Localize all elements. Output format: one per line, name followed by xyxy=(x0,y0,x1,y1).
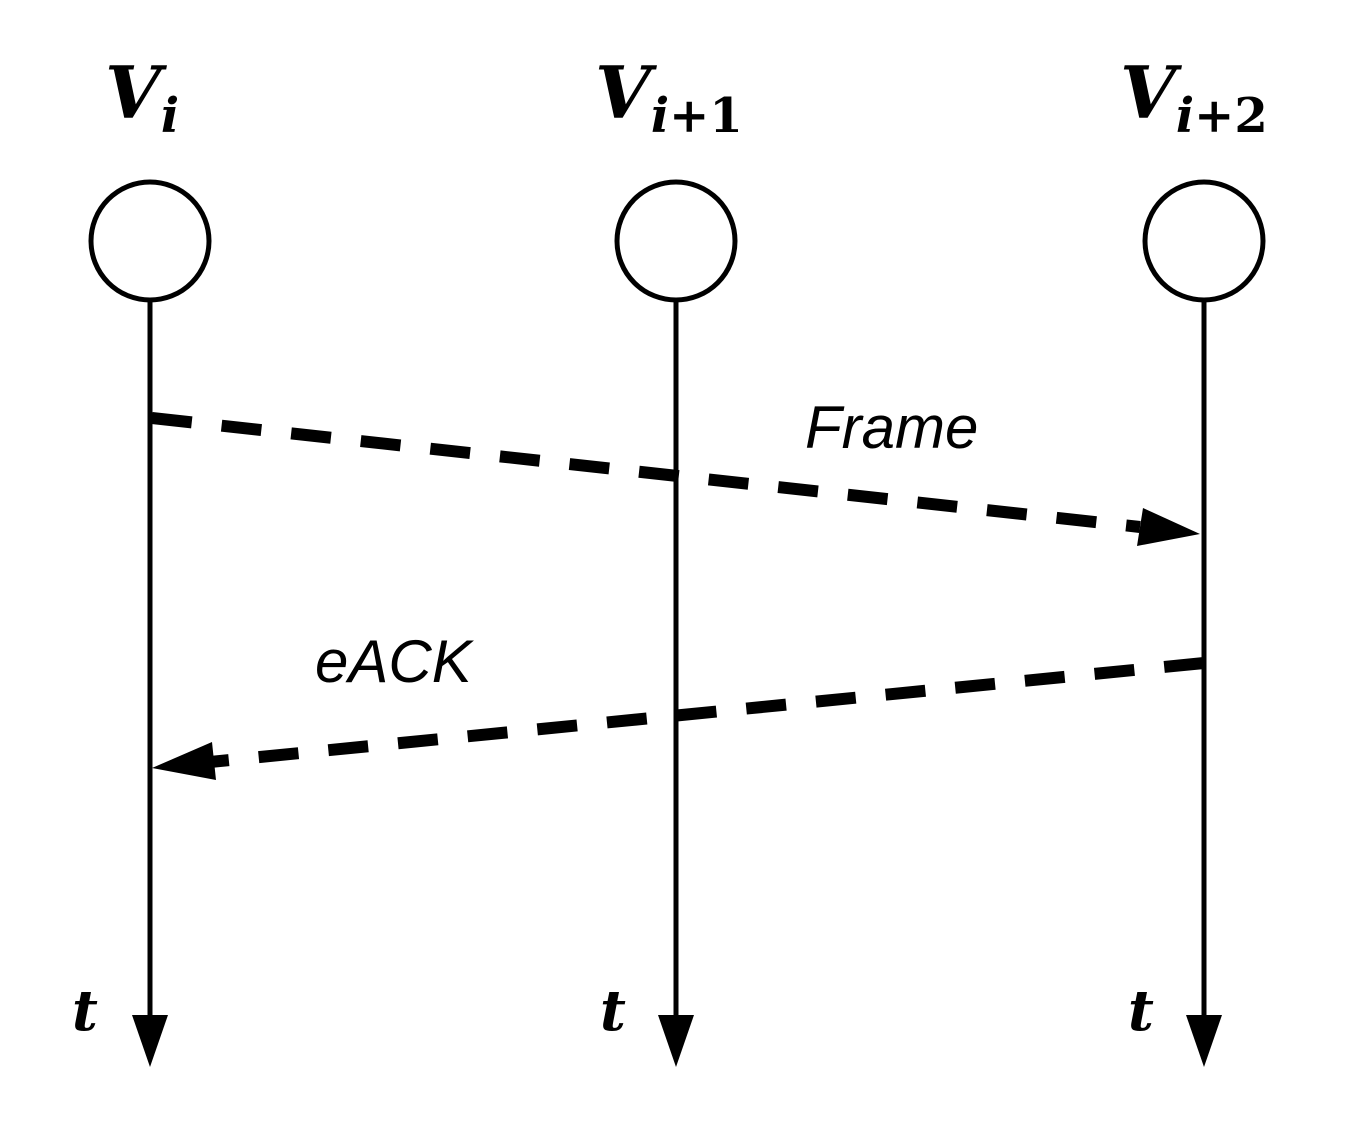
message-eack: eACK xyxy=(152,628,1205,780)
node-v-i1-circle xyxy=(614,179,738,303)
message-eack-arrowhead xyxy=(152,742,216,780)
message-frame-line xyxy=(151,412,1141,533)
node-v-i1-time-arrow xyxy=(658,1015,694,1067)
node-v-i-label: Vi xyxy=(105,50,179,144)
node-v-i2-time-arrow xyxy=(1186,1015,1222,1067)
node-v-i-time-label: t xyxy=(72,978,98,1044)
message-eack-label: eACK xyxy=(315,628,475,695)
node-v-i1: Vi+1 t xyxy=(595,50,743,1067)
node-v-i: Vi t xyxy=(72,50,212,1067)
node-v-i-circle xyxy=(88,179,212,303)
node-v-i1-label: Vi+1 xyxy=(595,50,743,144)
message-eack-line xyxy=(209,657,1205,768)
node-v-i2-label: Vi+2 xyxy=(1120,50,1268,144)
node-v-i1-time-label: t xyxy=(600,978,626,1044)
node-v-i2-circle xyxy=(1142,179,1266,303)
node-v-i2: Vi+2 t xyxy=(1120,50,1268,1067)
node-v-i2-time-label: t xyxy=(1128,978,1154,1044)
message-frame: Frame xyxy=(151,394,1200,546)
message-frame-arrowhead xyxy=(1137,508,1200,546)
node-v-i-time-arrow xyxy=(132,1015,168,1067)
message-frame-label: Frame xyxy=(805,394,978,461)
